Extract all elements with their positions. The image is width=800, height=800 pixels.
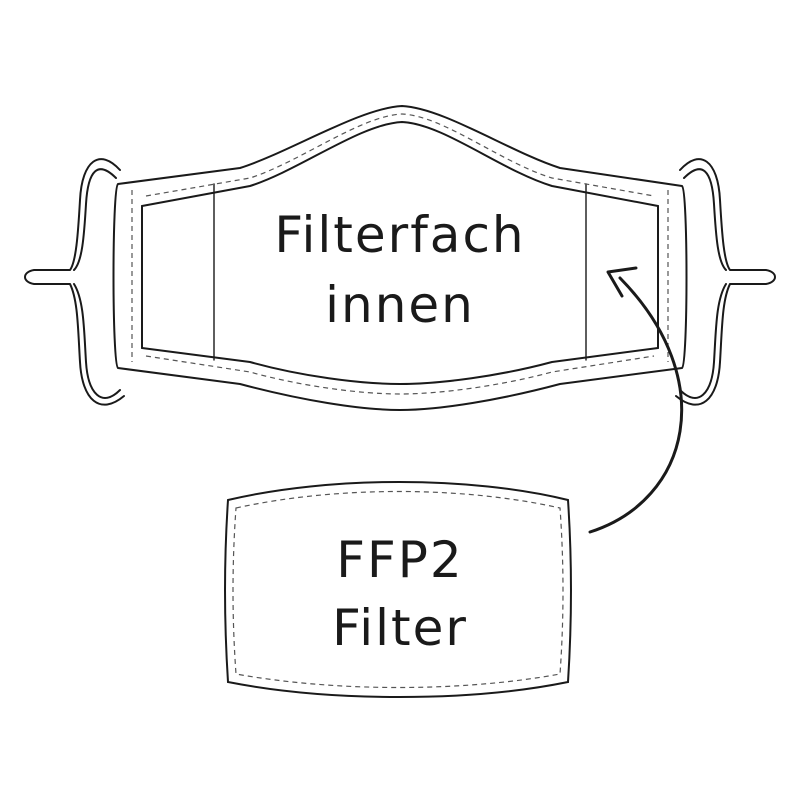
filter-label-line2: Filter <box>332 599 468 657</box>
mask-top-stitch <box>145 113 655 197</box>
right-ear-loop <box>675 158 776 406</box>
insert-arrow <box>588 276 683 534</box>
mask-bottom-stitch <box>145 355 655 395</box>
mask-label-line2: innen <box>325 276 475 334</box>
mask-bottom-binding <box>141 347 659 385</box>
mask-label-line1: Filterfach <box>274 206 526 264</box>
left-ear-loop <box>24 158 125 406</box>
filter-stitch <box>232 490 564 689</box>
arrow-head <box>606 266 638 298</box>
filter-outline <box>224 481 572 698</box>
ffp2-filter <box>224 481 572 698</box>
mask-top-binding <box>141 121 659 207</box>
filter-label-line1: FFP2 <box>336 531 464 589</box>
